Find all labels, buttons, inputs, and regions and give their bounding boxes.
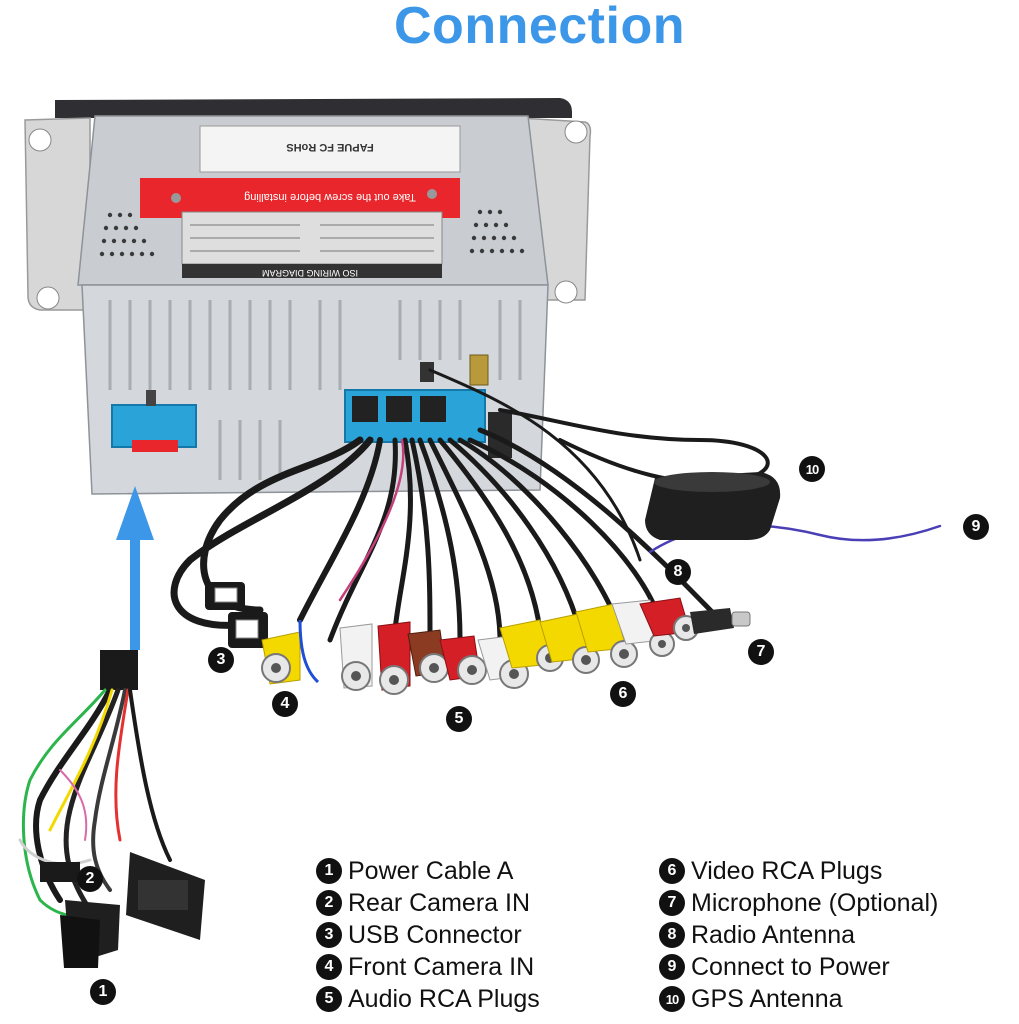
legend-item-7: 7 Microphone (Optional) [659, 888, 938, 918]
legend-label: Radio Antenna [691, 920, 856, 949]
callout-5: 5 [446, 706, 472, 732]
gps-antenna-puck [645, 472, 781, 540]
legend-label: Microphone (Optional) [691, 888, 939, 917]
legend-label: Power Cable A [348, 856, 514, 885]
callout-8: 8 [665, 559, 691, 585]
insert-arrow [116, 486, 154, 650]
callout-1: 1 [90, 979, 116, 1005]
rca-plugs [261, 597, 751, 695]
legend-label: Audio RCA Plugs [348, 984, 540, 1013]
legend-item-3: 3 USB Connector [316, 920, 522, 950]
legend-number: 8 [659, 922, 685, 948]
callout-4: 4 [272, 691, 298, 717]
legend-item-9: 9 Connect to Power [659, 952, 890, 982]
warning-sticker-text: Take out the screw before installing [244, 191, 416, 203]
cert-label: FAPUE FC RoHS [286, 141, 373, 153]
callout-6: 6 [610, 681, 636, 707]
legend-item-1: 1 Power Cable A [316, 856, 513, 886]
callout-2: 2 [77, 866, 103, 892]
legend-label: USB Connector [348, 920, 522, 949]
legend-item-5: 5 Audio RCA Plugs [316, 984, 540, 1014]
usb-connectors [205, 582, 268, 648]
callout-7: 7 [748, 639, 774, 665]
legend-item-10: 10 GPS Antenna [659, 984, 843, 1014]
legend-label: Connect to Power [691, 952, 890, 981]
power-harness-boxes [40, 852, 205, 968]
legend-item-2: 2 Rear Camera IN [316, 888, 530, 918]
legend-item-8: 8 Radio Antenna [659, 920, 855, 950]
legend-label: Rear Camera IN [348, 888, 530, 917]
legend-number: 5 [316, 986, 342, 1012]
legend-number: 3 [316, 922, 342, 948]
legend-item-6: 6 Video RCA Plugs [659, 856, 882, 886]
head-unit: FAPUE FC RoHS Take out the screw before … [24, 98, 592, 495]
legend-number: 6 [659, 858, 685, 884]
wiring-label: ISO WIRING DIAGRAM [262, 268, 358, 278]
legend-item-4: 4 Front Camera IN [316, 952, 534, 982]
callout-9: 9 [963, 514, 989, 540]
legend-number: 9 [659, 954, 685, 980]
legend-number: 2 [316, 890, 342, 916]
legend-label: Video RCA Plugs [691, 856, 883, 885]
legend-number: 10 [659, 986, 685, 1012]
callout-3: 3 [208, 647, 234, 673]
legend-number: 7 [659, 890, 685, 916]
legend-number: 4 [316, 954, 342, 980]
legend-label: GPS Antenna [691, 984, 843, 1013]
page-title: Connection [394, 0, 685, 55]
legend-label: Front Camera IN [348, 952, 535, 981]
callout-10: 10 [799, 456, 825, 482]
legend-number: 1 [316, 858, 342, 884]
